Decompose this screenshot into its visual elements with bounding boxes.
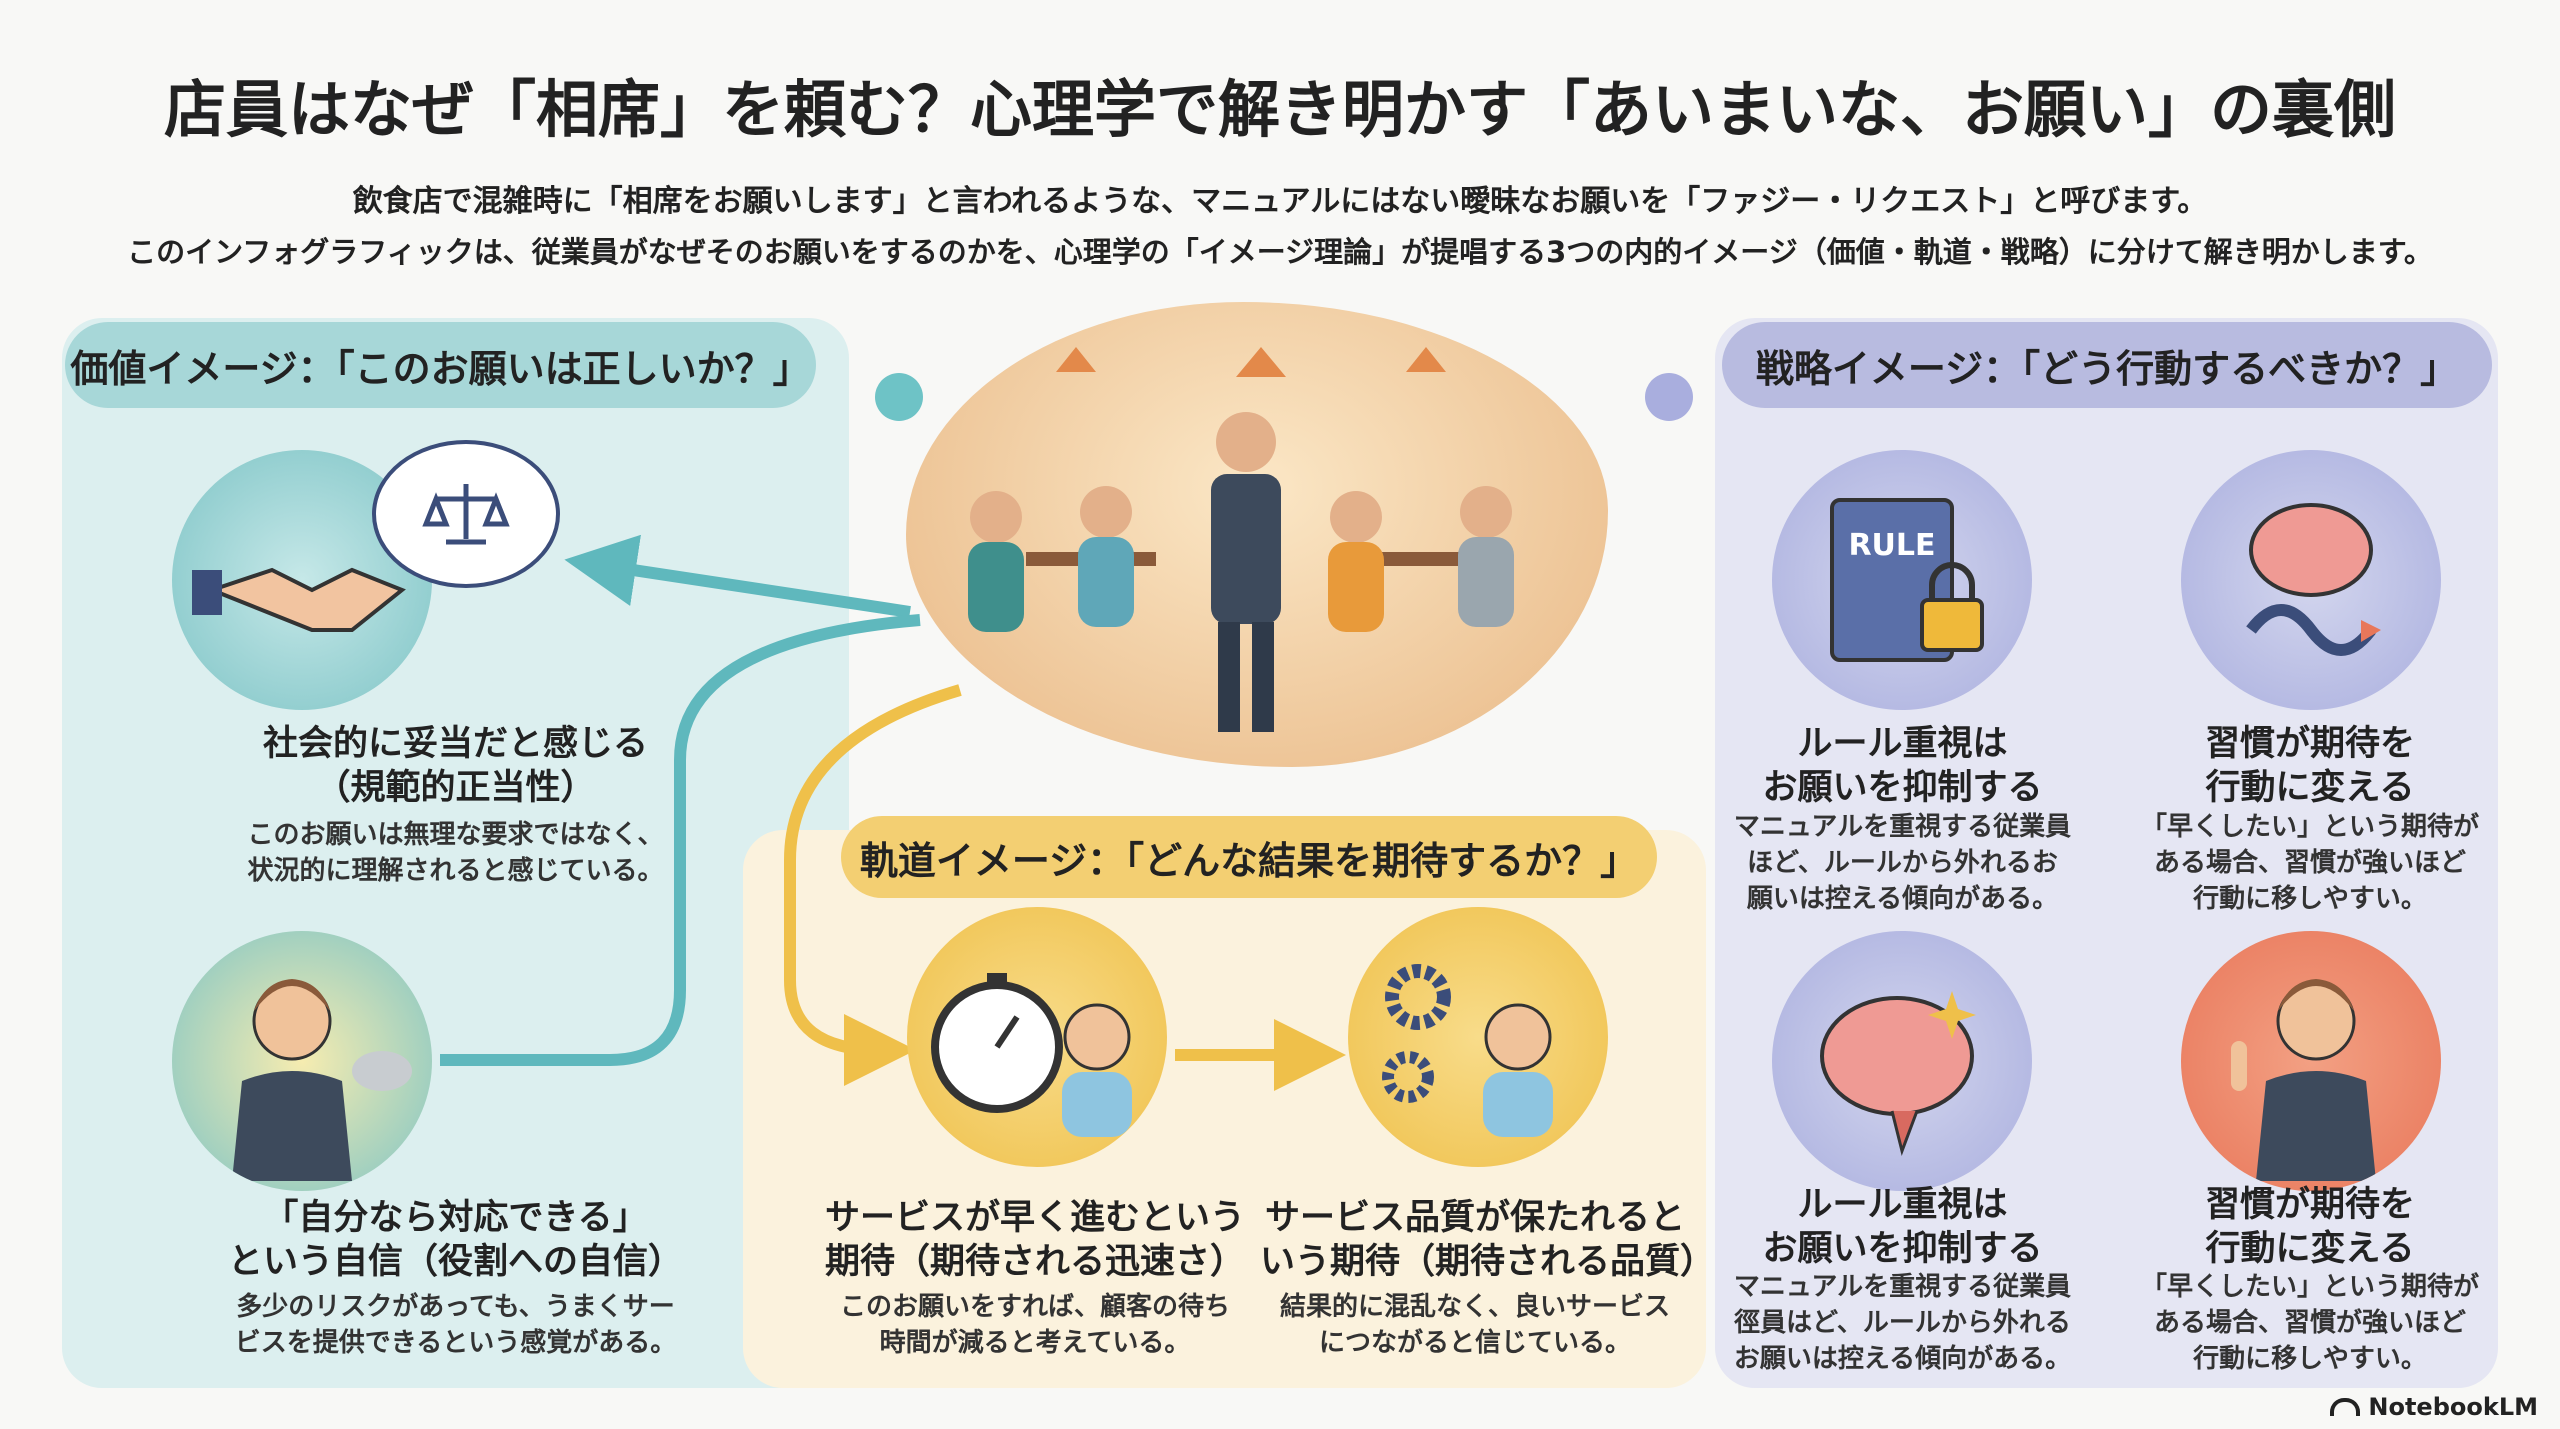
confident-waiter-icon	[172, 931, 432, 1191]
subtitle-line-2: このインフォグラフィックは、従業員がなぜそのお願いをするのかを、心理学の「イメー…	[127, 235, 2433, 269]
desc-line: 多少のリスクがあっても、うまくサー	[236, 1292, 675, 1322]
desc-line: このお願いは無理な要求ではなく、	[247, 820, 664, 850]
strategy-item-1-desc: マニュアルを重視する従業員ほど、ルールから外れるお願いは控える傾向がある。	[1715, 810, 2090, 918]
brain-loop-icon	[2181, 450, 2441, 710]
restaurant-scene-illustration	[906, 302, 1608, 767]
title-line: サービスが早く進むという	[824, 1198, 1245, 1238]
thought-bubble-lavender	[1645, 373, 1693, 421]
desc-line: お願いは控える傾向がある。	[1733, 1343, 2072, 1374]
title-line: ルール重視は	[1797, 724, 2008, 764]
trajectory-item-2-title: サービス品質が保たれるという期待（期待される品質）	[1260, 1196, 1716, 1285]
title-line: 社会的に妥当だと感じる	[262, 724, 648, 764]
desc-line: ビスを提供できるという感覚がある。	[234, 1327, 677, 1358]
brain-sparkle-icon	[1772, 931, 2032, 1191]
title-line: 期待（期待される迅速さ）	[824, 1242, 1245, 1283]
notebooklm-badge: NotebookLM	[2330, 1393, 2538, 1421]
desc-line: 「早くしたい」という期待が	[2140, 1272, 2479, 1302]
value-header: 価値イメージ：「このお願いは正しいか？」	[65, 322, 816, 408]
title-line: 行動に変える	[2205, 1229, 2415, 1270]
strategy-item-4-title: 習慣が期待を行動に変える	[2120, 1183, 2500, 1272]
rulebook-lock-icon: RULE	[1772, 450, 2032, 710]
value-item-1-title: 社会的に妥当だと感じる（規範的正当性）	[62, 722, 849, 811]
title-line: 「自分なら対応できる」	[263, 1198, 648, 1238]
rule-label: RULE	[1848, 528, 1935, 563]
trajectory-header: 軌道イメージ：「どんな結果を期待するか？」	[841, 816, 1657, 898]
title-line: サービス品質が保たれると	[1264, 1198, 1685, 1238]
title-line: という自信（役割への自信）	[227, 1242, 683, 1283]
value-item-1-desc: このお願いは無理な要求ではなく、状況的に理解されると感じている。	[62, 818, 849, 890]
desc-line: マニュアルを重視する従業員	[1733, 1272, 2072, 1302]
desc-line: 時間が減ると考えている。	[879, 1327, 1191, 1358]
desc-line: マニュアルを重視する従業員	[1733, 812, 2072, 842]
desc-line: 行動に移しやすい。	[2193, 883, 2427, 914]
title-line: お願いを抑制する	[1762, 768, 2043, 809]
trajectory-item-1-title: サービスが早く進むという期待（期待される迅速さ）	[820, 1196, 1250, 1285]
desc-line: 結果的に混乱なく、良いサービス	[1279, 1292, 1670, 1322]
desc-line: 行動に移しやすい。	[2193, 1343, 2427, 1374]
title-line: 習慣が期待を	[2204, 724, 2415, 764]
strategy-item-3-title: ルール重視はお願いを抑制する	[1715, 1183, 2090, 1272]
desc-line: このお願いをすれば、顧客の待ち	[839, 1292, 1230, 1322]
desc-line: 徑員はど、ルールから外れる	[1734, 1307, 2071, 1338]
strategy-item-1-title: ルール重視はお願いを抑制する	[1715, 722, 2090, 811]
desc-line: ほど、ルールから外れるお	[1747, 847, 2058, 878]
trajectory-item-1-desc: このお願いをすれば、顧客の待ち時間が減ると考えている。	[820, 1290, 1250, 1362]
desc-line: 「早くしたい」という期待が	[2140, 812, 2479, 842]
title-line: ルール重視は	[1797, 1185, 2008, 1225]
value-item-2-desc: 多少のリスクがあっても、うまくサービスを提供できるという感覚がある。	[62, 1290, 849, 1362]
page-title: 店員はなぜ「相席」を頼む？心理学で解き明かす「あいまいな、お願い」の裏側	[163, 73, 2396, 146]
strategy-item-4-desc: 「早くしたい」という期待がある場合、習慣が強いほど行動に移しやすい。	[2120, 1270, 2500, 1378]
value-item-2-title: 「自分なら対応できる」という自信（役割への自信）	[62, 1196, 849, 1285]
curve-waiter-to-scene	[440, 614, 921, 1066]
brand-label: NotebookLM	[2368, 1393, 2538, 1421]
title-line: いう期待（期待される品質）	[1260, 1242, 1716, 1283]
scale-icon	[372, 440, 560, 588]
waiter-pointing-icon	[2181, 931, 2441, 1191]
desc-line: ある場合、習慣が強いほど	[2153, 1307, 2466, 1338]
stopwatch-icon	[907, 907, 1167, 1167]
trajectory-item-2-desc: 結果的に混乱なく、良いサービスにつながると信じている。	[1260, 1290, 1690, 1362]
strategy-item-2-title: 習慣が期待を行動に変える	[2120, 722, 2500, 811]
title-line: 習慣が期待を	[2204, 1185, 2415, 1225]
strategy-header: 戦略イメージ：「どう行動するべきか？」	[1722, 322, 2492, 408]
subtitle-line-1: 飲食店で混雑時に「相席をお願いします」と言われるような、マニュアルにはない曖昧な…	[352, 184, 2208, 219]
strategy-item-2-desc: 「早くしたい」という期待がある場合、習慣が強いほど行動に移しやすい。	[2120, 810, 2500, 918]
thought-bubble-teal	[875, 373, 923, 421]
notebooklm-logo-icon	[2330, 1398, 2361, 1416]
desc-line: につながると信じている。	[1318, 1327, 1631, 1358]
strategy-item-3-desc: マニュアルを重視する従業員徑員はど、ルールから外れるお願いは控える傾向がある。	[1715, 1270, 2090, 1378]
desc-line: 状況的に理解されると感じている。	[247, 855, 664, 886]
gears-icon	[1348, 907, 1608, 1167]
title-line: 行動に変える	[2205, 768, 2415, 809]
curve-scene-to-trajectory	[784, 684, 962, 1086]
title-line: （規範的正当性）	[315, 768, 596, 809]
desc-line: 願いは控える傾向がある。	[1746, 883, 2059, 914]
arrow-to-value	[564, 534, 911, 618]
desc-line: ある場合、習慣が強いほど	[2153, 847, 2466, 878]
title-line: お願いを抑制する	[1762, 1229, 2043, 1270]
